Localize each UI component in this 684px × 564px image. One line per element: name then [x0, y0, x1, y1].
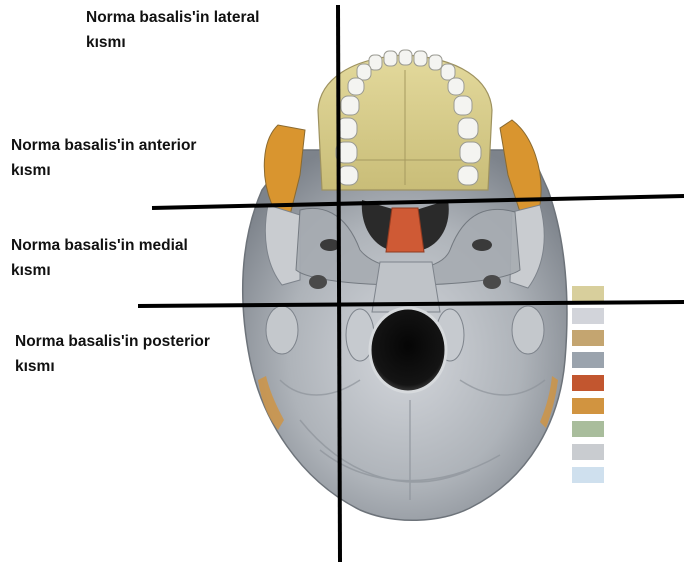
label-lateral-part: Norma basalis'in lateral kısmı [86, 5, 259, 55]
label-medial-part: Norma basalis'in medial kısmı [11, 233, 188, 283]
medial-posterior-boundary-line [138, 302, 684, 306]
label-medial-line1: Norma basalis'in medial [11, 233, 188, 258]
color-key-swatch [572, 398, 604, 414]
color-key-swatch [572, 308, 604, 324]
foramen-magnum [370, 308, 446, 392]
color-key-swatch [572, 421, 604, 437]
label-posterior-line2: kısmı [15, 354, 210, 379]
left-mastoid-process [266, 306, 298, 354]
vomer [386, 208, 424, 252]
color-key-swatch [572, 444, 604, 460]
label-medial-line2: kısmı [11, 258, 188, 283]
label-anterior-part: Norma basalis'in anterior kısmı [11, 133, 196, 183]
color-key [572, 286, 604, 483]
color-key-swatch [572, 375, 604, 391]
label-posterior-line1: Norma basalis'in posterior [15, 329, 210, 354]
color-key-swatch [572, 286, 604, 302]
label-anterior-line1: Norma basalis'in anterior [11, 133, 196, 158]
label-anterior-line2: kısmı [11, 158, 196, 183]
right-carotid-canal [483, 275, 501, 289]
color-key-swatch [572, 352, 604, 368]
label-lateral-line1: Norma basalis'in lateral [86, 5, 259, 30]
color-key-swatch [572, 467, 604, 483]
left-carotid-canal [309, 275, 327, 289]
right-foramen-ovale [472, 239, 492, 251]
color-key-swatch [572, 330, 604, 346]
label-posterior-part: Norma basalis'in posterior kısmı [15, 329, 210, 379]
label-lateral-line2: kısmı [86, 30, 259, 55]
vertical-midline [338, 5, 340, 562]
right-mastoid-process [512, 306, 544, 354]
